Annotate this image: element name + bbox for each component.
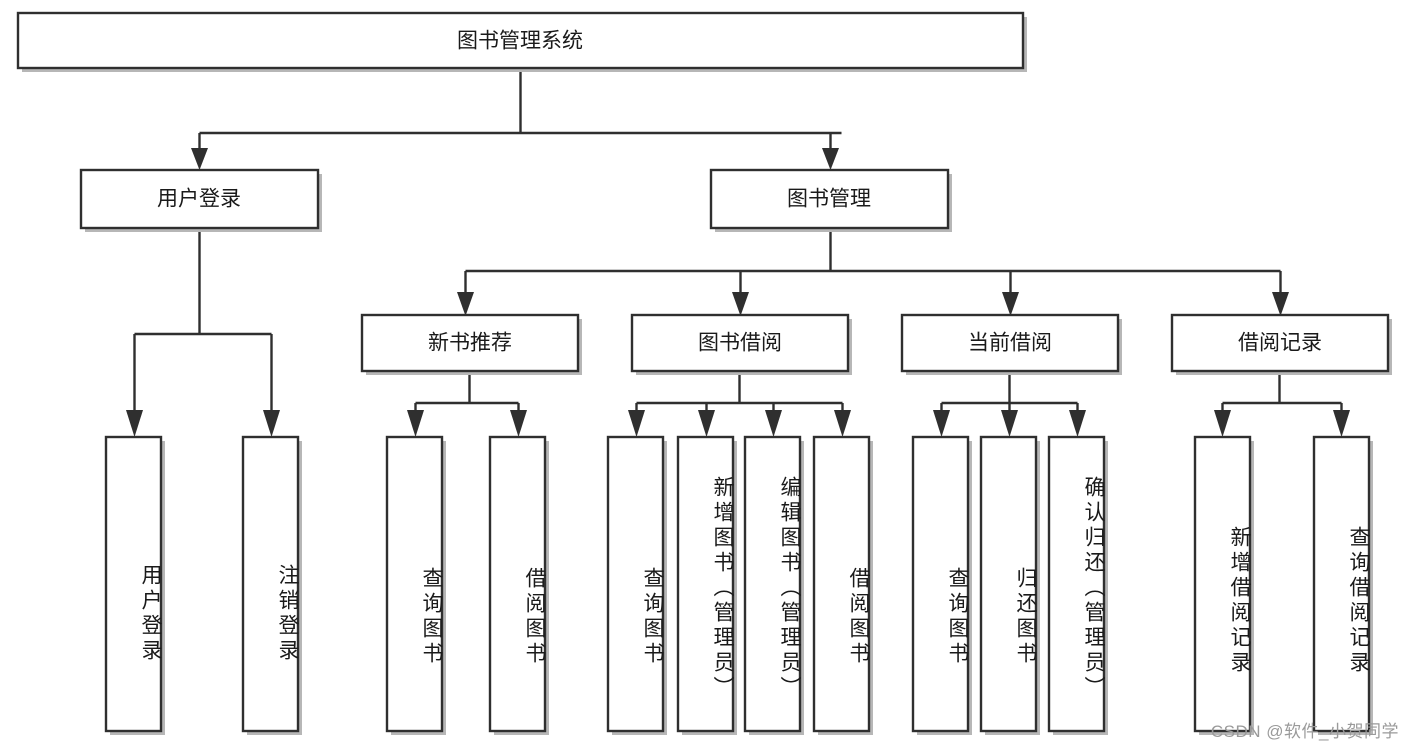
leaf-borrow-book-2-box[interactable] [812, 435, 871, 733]
node-borrow-record[interactable]: 借阅记录 [1170, 313, 1392, 375]
node-borrow-record-box[interactable] [1170, 313, 1390, 373]
leaf-box-layer [104, 435, 1373, 735]
leaf-add-book-box[interactable] [676, 435, 735, 733]
leaf-logout-login-box[interactable] [241, 435, 300, 733]
arrow-head-leaf-user-login [126, 410, 143, 437]
arrow-head-borrow-record [1272, 292, 1289, 316]
node-root-box[interactable] [16, 11, 1025, 70]
node-new-book-recommend-label: 新书推荐 [428, 332, 512, 355]
node-book-manage-box[interactable] [709, 168, 950, 230]
node-current-borrow-label: 当前借阅 [968, 332, 1052, 355]
arrow-head-leaf-add-record [1214, 410, 1231, 437]
node-user-login[interactable]: 用户登录 [79, 168, 322, 232]
arrow-head-leaf-query-book-1 [407, 410, 424, 437]
arrow-head-book-manage [822, 148, 839, 170]
arrow-head-leaf-borrow-book-2 [834, 410, 851, 437]
leaf-return-book-box[interactable] [979, 435, 1038, 733]
node-borrow-record-label: 借阅记录 [1238, 332, 1322, 355]
arrow-head-current-borrow [1002, 292, 1019, 316]
leaf-add-record-box[interactable] [1193, 435, 1252, 733]
arrow-head-leaf-query-book-3 [933, 410, 950, 437]
leaf-query-book-3-box[interactable] [911, 435, 970, 733]
arrow-head-leaf-query-book-2 [628, 410, 645, 437]
node-book-borrow-label: 图书借阅 [698, 332, 782, 355]
leaf-user-login-box[interactable] [104, 435, 163, 733]
leaf-borrow-book-1-box[interactable] [488, 435, 547, 733]
node-current-borrow[interactable]: 当前借阅 [900, 313, 1122, 375]
leaf-query-record-box[interactable] [1312, 435, 1371, 733]
leaf-query-book-2-box[interactable] [606, 435, 665, 733]
arrow-head-new-book-recommend [457, 292, 474, 316]
node-book-manage[interactable]: 图书管理 [709, 168, 952, 232]
node-new-book-recommend-box[interactable] [360, 313, 580, 373]
node-book-borrow[interactable]: 图书借阅 [630, 313, 852, 375]
connector-layer [126, 68, 1350, 437]
arrow-head-book-borrow [732, 292, 749, 316]
arrow-head-leaf-query-record [1333, 410, 1350, 437]
leaf-confirm-return-box[interactable] [1047, 435, 1106, 733]
leaf-query-book-1-box[interactable] [385, 435, 444, 733]
node-book-manage-label: 图书管理 [787, 188, 871, 211]
node-root[interactable]: 图书管理系统 [16, 11, 1027, 72]
arrow-head-leaf-logout-login [263, 410, 280, 437]
arrow-head-leaf-return-book [1001, 410, 1018, 437]
node-user-login-label: 用户登录 [157, 188, 241, 211]
csdn-watermark: CSDN @软件_小贺同学 [1210, 722, 1399, 741]
arrow-head-leaf-edit-book [765, 410, 782, 437]
node-current-borrow-box[interactable] [900, 313, 1120, 373]
arrow-head-user-login [191, 148, 208, 170]
node-new-book-recommend[interactable]: 新书推荐 [360, 313, 582, 375]
leaf-edit-book-box[interactable] [743, 435, 802, 733]
node-root-label: 图书管理系统 [457, 30, 583, 53]
node-user-login-box[interactable] [79, 168, 320, 230]
arrow-head-leaf-borrow-book-1 [510, 410, 527, 437]
arrow-head-leaf-confirm-return [1069, 410, 1086, 437]
node-book-borrow-box[interactable] [630, 313, 850, 373]
arrow-head-leaf-add-book [698, 410, 715, 437]
